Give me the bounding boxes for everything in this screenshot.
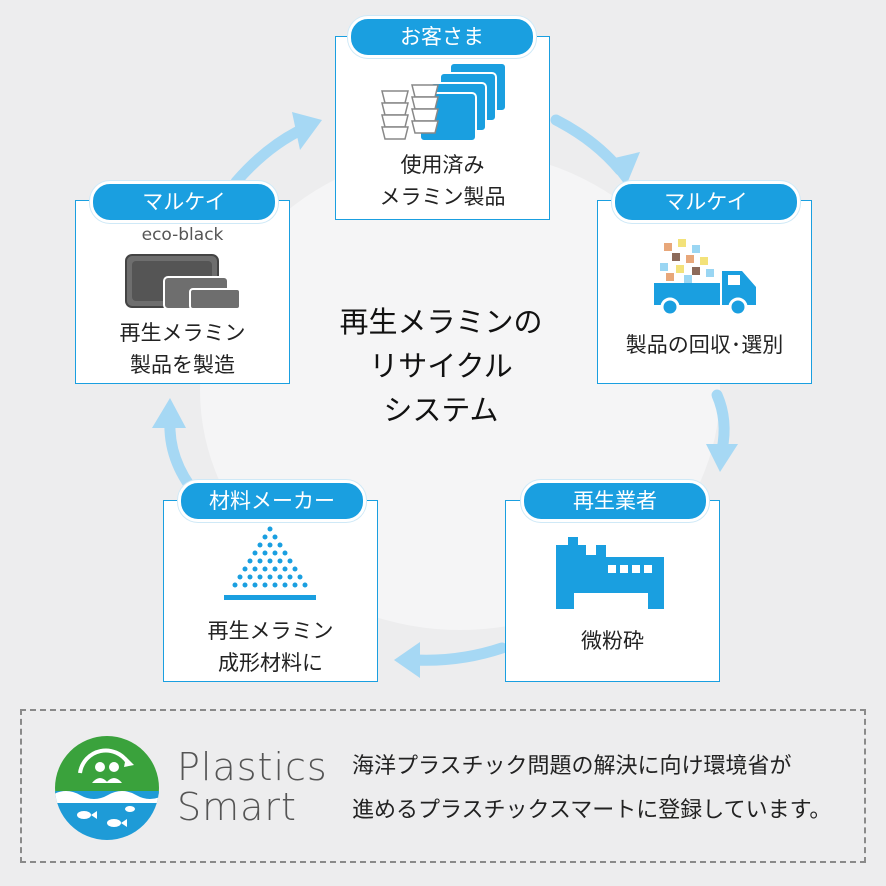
plastics-smart-logo-icon <box>55 736 159 840</box>
center-title: 再生メラミンの リサイクル システム <box>296 300 586 432</box>
step-manufacture-label: マルケイ <box>90 181 278 223</box>
customer-desc-1: 使用済み <box>400 153 485 177</box>
recycler-desc-1: 微粉砕 <box>581 629 644 653</box>
step-material-box: 再生メラミン 成形材料に <box>163 500 378 682</box>
footer-text-line-2: 進めるプラスチックスマートに登録しています。 <box>352 798 832 823</box>
arrow-collect-to-recycler <box>711 389 730 456</box>
step-collect-box: 製品の回収･選別 <box>597 200 812 384</box>
center-title-line-2: リサイクル <box>369 349 513 383</box>
dishes-icon <box>381 62 507 142</box>
truck-icon <box>654 239 756 317</box>
eco-black-sublabel: eco-black <box>141 225 224 245</box>
material-desc-2: 成形材料に <box>218 651 323 675</box>
step-manufacture-box: eco-black 再生メラミン 製品を製造 <box>75 200 290 384</box>
plastics-smart-footer: Plastics Smart 海洋プラスチック問題の解決に向け環境省が 進めるプ… <box>20 709 866 863</box>
manufacture-desc-1: 再生メラミン <box>119 321 246 345</box>
plastics-smart-logo-text-2: Smart <box>177 785 297 829</box>
center-title-line-3: システム <box>383 393 499 427</box>
arrow-recycler-to-material <box>409 642 508 666</box>
step-customer-label: お客さま <box>348 16 536 58</box>
step-collect-label: マルケイ <box>612 181 800 223</box>
black-trays-icon <box>125 254 241 310</box>
plastics-smart-logo-text-1: Plastics <box>177 745 328 789</box>
factory-icon <box>556 537 664 609</box>
step-customer-box: 使用済み メラミン製品 <box>335 36 550 220</box>
powder-pile-icon <box>224 526 316 600</box>
center-title-line-1: 再生メラミンの <box>339 305 543 339</box>
manufacture-desc-2: 製品を製造 <box>130 353 235 377</box>
customer-desc-2: メラミン製品 <box>379 185 506 209</box>
footer-text-line-1: 海洋プラスチック問題の解決に向け環境省が <box>352 754 792 779</box>
step-material-label: 材料メーカー <box>178 480 366 522</box>
material-desc-1: 再生メラミン <box>207 619 334 643</box>
arrow-manufacture-to-customer <box>230 122 311 188</box>
collect-desc-1: 製品の回収･選別 <box>625 333 784 357</box>
step-recycler-box: 微粉砕 <box>505 500 720 682</box>
step-recycler-label: 再生業者 <box>521 480 709 522</box>
